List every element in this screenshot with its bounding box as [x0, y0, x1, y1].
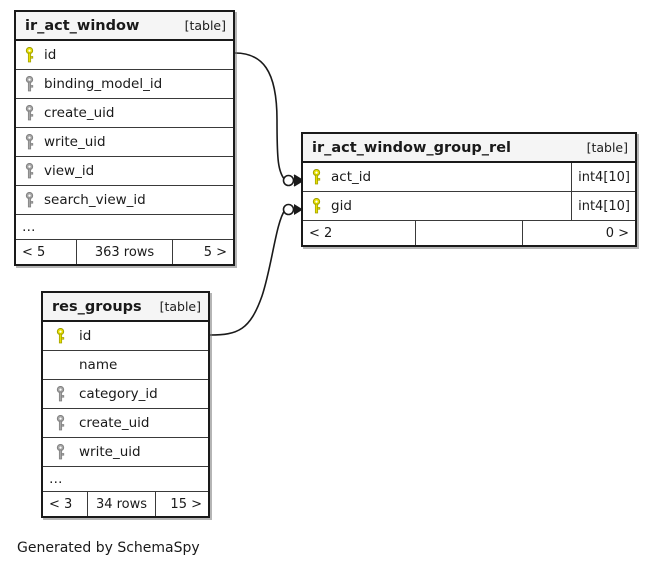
table-kind-label: [table]	[184, 18, 226, 33]
table-name: ir_act_window	[25, 17, 140, 34]
primary-key-icon	[303, 198, 329, 214]
generated-by-caption: Generated by SchemaSpy	[17, 540, 200, 556]
prev-tables-link[interactable]: < 5	[22, 244, 46, 260]
column-name: gid	[331, 198, 352, 214]
foreign-key-icon	[43, 415, 77, 431]
table-header: ir_act_window_group_rel [table]	[303, 134, 635, 163]
column-name: id	[79, 328, 92, 344]
table-name: ir_act_window_group_rel	[312, 139, 512, 156]
column-row-name[interactable]: name	[43, 351, 208, 380]
column-type: int4[10]	[571, 192, 635, 220]
next-tables-link[interactable]: 0 >	[605, 225, 629, 241]
row-count-label: 34 rows	[87, 492, 156, 516]
foreign-key-icon	[43, 444, 77, 460]
table-kind-label: [table]	[586, 140, 628, 155]
foreign-key-icon	[16, 192, 42, 208]
column-name: name	[79, 357, 118, 373]
foreign-key-icon	[16, 76, 42, 92]
column-name: create_uid	[44, 105, 115, 121]
table-ir_act_window[interactable]: ir_act_window [table] id	[14, 10, 235, 266]
column-name: category_id	[79, 386, 158, 402]
column-row-view_id[interactable]: view_id	[16, 157, 233, 186]
primary-key-icon	[16, 47, 42, 63]
foreign-key-icon	[43, 386, 77, 402]
optional-marker-icon	[282, 203, 295, 216]
foreign-key-icon	[16, 134, 42, 150]
primary-key-icon	[43, 328, 77, 344]
table-name: res_groups	[52, 298, 142, 315]
table-footer: < 3 34 rows 15 >	[43, 492, 208, 516]
column-row-write_uid[interactable]: write_uid	[16, 128, 233, 157]
column-row-write_uid[interactable]: write_uid	[43, 438, 208, 467]
column-row-id[interactable]: id	[16, 41, 233, 70]
table-header: ir_act_window [table]	[16, 12, 233, 41]
column-row-act_id[interactable]: act_id int4[10]	[303, 163, 635, 192]
row-count-label	[415, 221, 523, 245]
column-name: view_id	[44, 163, 95, 179]
column-row-binding_model_id[interactable]: binding_model_id	[16, 70, 233, 99]
column-name: id	[44, 47, 57, 63]
relationship-ir_act_window-to-ir_act_window_group_rel	[234, 52, 304, 187]
column-name: write_uid	[79, 444, 141, 460]
prev-tables-link[interactable]: < 3	[49, 496, 73, 512]
primary-key-icon	[303, 169, 329, 185]
foreign-key-icon	[16, 105, 42, 121]
column-row-create_uid[interactable]: create_uid	[43, 409, 208, 438]
column-row-create_uid[interactable]: create_uid	[16, 99, 233, 128]
table-res_groups[interactable]: res_groups [table] id name	[41, 291, 210, 518]
column-row-gid[interactable]: gid int4[10]	[303, 192, 635, 221]
table-footer: < 2 0 >	[303, 221, 635, 245]
table-ir_act_window_group_rel[interactable]: ir_act_window_group_rel [table] act_id i…	[301, 132, 637, 247]
next-tables-link[interactable]: 5 >	[203, 244, 227, 260]
next-tables-link[interactable]: 15 >	[170, 496, 202, 512]
row-count-label: 363 rows	[76, 240, 173, 264]
column-type: int4[10]	[571, 163, 635, 191]
prev-tables-link[interactable]: < 2	[309, 225, 333, 241]
column-name: act_id	[331, 169, 372, 185]
column-name: create_uid	[79, 415, 150, 431]
table-kind-label: [table]	[159, 299, 201, 314]
column-name: write_uid	[44, 134, 106, 150]
table-footer: < 5 363 rows 5 >	[16, 240, 233, 264]
more-columns-indicator: …	[43, 467, 208, 492]
table-header: res_groups [table]	[43, 293, 208, 322]
optional-marker-icon	[282, 174, 295, 187]
column-name: binding_model_id	[44, 76, 163, 92]
foreign-key-icon	[16, 163, 42, 179]
column-row-category_id[interactable]: category_id	[43, 380, 208, 409]
more-columns-indicator: …	[16, 215, 233, 240]
column-name: search_view_id	[44, 192, 146, 208]
column-row-search_view_id[interactable]: search_view_id	[16, 186, 233, 215]
column-row-id[interactable]: id	[43, 322, 208, 351]
